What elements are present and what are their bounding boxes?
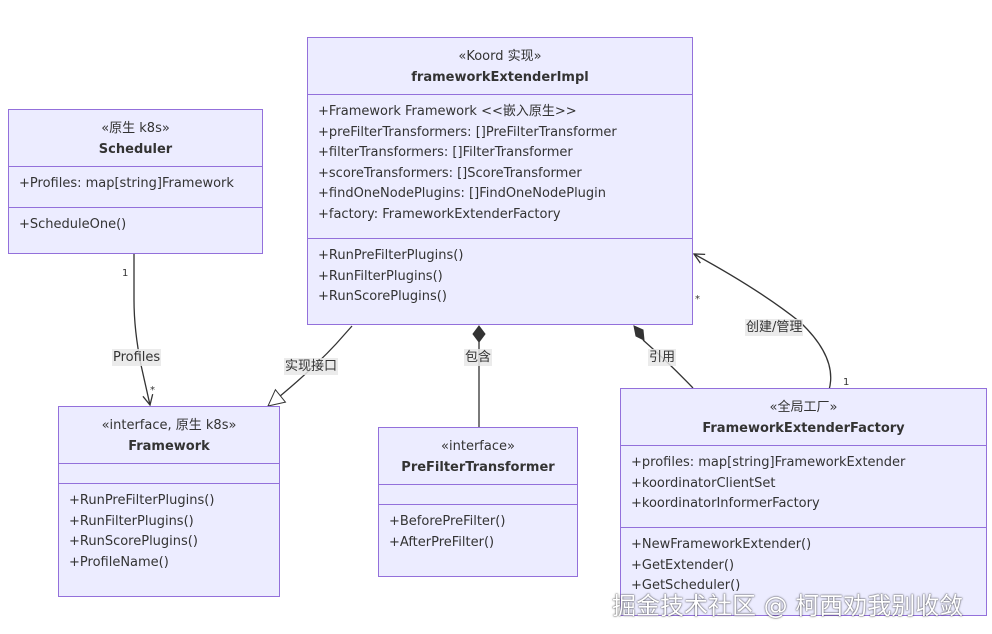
method: +RunPreFilterPlugins() [318, 248, 464, 263]
edge-label-contains: 包含 [464, 349, 493, 366]
method: +ScheduleOne() [19, 217, 127, 232]
method: +GetScheduler() [631, 578, 741, 593]
class-name: PreFilterTransformer [401, 459, 555, 475]
class-name: Framework [128, 438, 210, 454]
watermark: 掘金技术社区 @ 柯西劝我别收敛 [612, 592, 964, 620]
attribute: +profiles: map[string]FrameworkExtender [631, 455, 906, 470]
attribute: +preFilterTransformers: []PreFilterTrans… [318, 124, 617, 140]
class-header: «Koord 实现» frameworkExtenderImpl [308, 38, 692, 94]
class-name: Scheduler [98, 141, 173, 157]
contains-diamond [472, 325, 486, 343]
attribute: +Profiles: map[string]Framework [19, 176, 234, 191]
method: +RunScorePlugins() [318, 289, 447, 304]
method: +RunPreFilterPlugins() [69, 493, 215, 508]
class-methods: +RunPreFilterPlugins() +RunFilterPlugins… [308, 238, 692, 314]
cardinality-profiles-from: 1 [122, 268, 129, 279]
attribute: +filterTransformers: []FilterTransformer [318, 145, 573, 160]
method: +AfterPreFilter() [389, 534, 495, 550]
method: +GetExtender() [631, 557, 735, 573]
class-framework: «interface, 原生 k8s» Framework +RunPreFil… [58, 406, 280, 597]
class-framework-extender-factory: «全局工厂» FrameworkExtenderFactory +profile… [620, 388, 987, 616]
class-attributes [379, 484, 577, 504]
class-stereotype: «全局工厂» [769, 400, 838, 415]
class-name: frameworkExtenderImpl [411, 69, 589, 85]
class-header: «interface» PreFilterTransformer [379, 428, 577, 484]
attribute: +Framework Framework <<嵌入原生>> [318, 104, 577, 119]
edge-label-references: 引用 [648, 349, 677, 366]
class-stereotype: «interface» [441, 439, 515, 454]
attribute: +scoreTransformers: []ScoreTransformer [318, 165, 582, 181]
class-methods: +NewFrameworkExtender() +GetExtender() +… [621, 527, 986, 603]
method: +RunFilterPlugins() [69, 513, 194, 529]
class-stereotype: «原生 k8s» [101, 121, 170, 136]
edge-label-implements: 实现接口 [284, 358, 339, 375]
method: +BeforePreFilter() [389, 514, 506, 529]
references-diamond [633, 325, 645, 341]
class-scheduler: «原生 k8s» Scheduler +Profiles: map[string… [8, 109, 263, 254]
class-header: «全局工厂» FrameworkExtenderFactory [621, 389, 986, 445]
class-methods: +ScheduleOne() [9, 207, 262, 242]
edge-label-profiles: Profiles [112, 349, 162, 366]
attribute: +findOneNodePlugins: []FindOneNodePlugin [318, 186, 607, 201]
cardinality-creates-from: 1 [843, 377, 850, 388]
class-prefilter-transformer: «interface» PreFilterTransformer +Before… [378, 427, 578, 577]
method: +RunScorePlugins() [69, 534, 198, 549]
class-name: FrameworkExtenderFactory [702, 420, 905, 436]
attribute: +factory: FrameworkExtenderFactory [318, 206, 561, 222]
method: +ProfileName() [69, 554, 169, 570]
class-stereotype: «interface, 原生 k8s» [101, 418, 237, 433]
profiles-association-edge [133, 254, 150, 405]
attribute: +koordinatorInformerFactory [631, 496, 820, 511]
method: +RunFilterPlugins() [318, 268, 443, 284]
cardinality-profiles-to: * [150, 385, 155, 396]
edge-label-creates: 创建/管理 [745, 319, 804, 336]
attribute: +koordinatorClientSet [631, 475, 776, 491]
class-stereotype: «Koord 实现» [458, 49, 542, 64]
class-framework-extender-impl: «Koord 实现» frameworkExtenderImpl +Framew… [307, 37, 693, 325]
class-attributes: +Framework Framework <<嵌入原生>> +preFilter… [308, 94, 692, 238]
class-methods: +BeforePreFilter() +AfterPreFilter() [379, 504, 577, 559]
class-header: «原生 k8s» Scheduler [9, 110, 262, 166]
method: +NewFrameworkExtender() [631, 537, 812, 552]
class-attributes [59, 463, 279, 483]
class-attributes: +Profiles: map[string]Framework [9, 166, 262, 207]
class-methods: +RunPreFilterPlugins() +RunFilterPlugins… [59, 483, 279, 579]
cardinality-creates-to: * [695, 294, 700, 305]
class-header: «interface, 原生 k8s» Framework [59, 407, 279, 463]
class-attributes: +profiles: map[string]FrameworkExtender … [621, 445, 986, 527]
